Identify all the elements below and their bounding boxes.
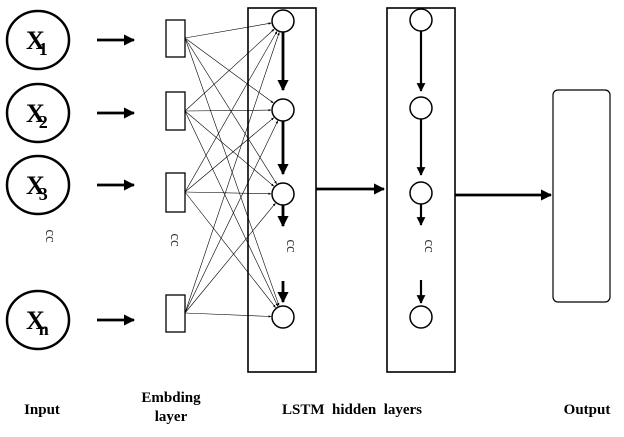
input-node-n: Xn [5,289,71,351]
connection-line-e2-h4 [184,110,279,307]
connection-line-e1-h3 [184,37,277,185]
lstm2-node-3 [409,181,433,205]
embedding-box-1 [165,19,186,58]
connection-line-e2-h1 [184,28,275,112]
embedding-label-line1: Embding [141,390,201,406]
embedding-box-2 [165,91,186,131]
connection-line-e4-h2 [184,120,279,314]
input-node-1: X1 [5,9,71,71]
input-label-2: X2 [26,99,48,132]
input-arrows [97,34,136,326]
lstm1-ellipsis: cc [283,239,299,253]
lstm-hidden-layers-label: LSTM hidden layers [282,402,422,418]
input-circle-n [5,289,71,351]
embedding-box-3 [165,172,186,213]
connection-line-e3-h3 [184,191,272,195]
lstm2-nodes [409,8,433,329]
input-label-n: Xn [26,306,49,339]
embedding-boxes [165,19,186,333]
input-circle-1 [5,9,71,71]
connection-line-e2-h3 [184,110,275,187]
input-ellipsis: cc [42,229,58,243]
embedding-to-lstm-connections [184,22,280,318]
connection-line-e3-h1 [184,31,278,193]
embedding-box-n [165,294,186,333]
lstm2-ellipsis: cc [421,239,437,253]
input-label-3: X3 [26,171,48,204]
output-box [552,89,611,303]
connection-line-e3-h4 [184,191,276,308]
input-node-2: X2 [5,82,71,144]
lstm1-nodes [271,9,295,329]
lstm2-node-2 [409,96,433,120]
embedding-label-line2: layer [155,409,188,425]
connection-line-e4-h4 [184,312,272,318]
input-circle-2 [5,82,71,144]
input-node-3: X3 [5,154,71,216]
output-label: Output [564,402,611,418]
input-circle-3 [5,154,71,216]
input-label: Input [24,402,60,418]
lstm1-node-2 [271,98,295,122]
input-label-1: X1 [26,26,48,59]
lstm2-node-n [409,305,433,329]
lstm1-node-n [271,305,295,329]
embedding-ellipsis: cc [167,233,183,247]
connection-line-e2-h2 [184,108,272,112]
connection-line-e1-h4 [184,37,280,306]
connection-line-e4-h1 [184,32,280,314]
lstm2-node-1 [409,8,433,32]
connection-line-e4-h3 [184,203,276,314]
lstm1-node-3 [271,182,295,206]
lstm1-node-1 [271,9,295,33]
connection-line-e3-h2 [184,117,275,193]
connection-line-e1-h1 [184,22,272,39]
